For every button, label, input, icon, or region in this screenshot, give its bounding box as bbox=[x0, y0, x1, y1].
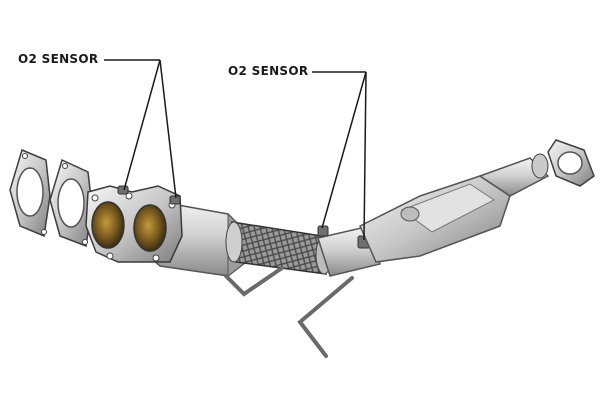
o2-sensor-callout-rear: O2 SENSOR bbox=[228, 64, 309, 78]
leader-line-left-a bbox=[123, 59, 161, 191]
leader-line-right-a bbox=[321, 71, 367, 229]
hanger-brackets bbox=[224, 266, 354, 358]
o2-sensor-callout-front: O2 SENSOR bbox=[18, 52, 99, 66]
callout-leader-lines bbox=[104, 59, 367, 241]
leader-line-left-b bbox=[159, 59, 177, 199]
dual-inlet-flange bbox=[85, 185, 183, 263]
outlet-pipe bbox=[478, 153, 550, 197]
leader-line-right-b bbox=[363, 71, 367, 241]
o2-sensor-bung-front bbox=[117, 185, 181, 205]
inlet-port-right bbox=[133, 204, 167, 252]
inlet-port-left bbox=[91, 201, 125, 249]
gasket-outer bbox=[9, 148, 51, 238]
main-catalyst-body bbox=[359, 175, 511, 263]
flex-pipe bbox=[225, 221, 333, 275]
gasket-inner bbox=[49, 158, 93, 248]
gasket-rear bbox=[547, 139, 595, 187]
